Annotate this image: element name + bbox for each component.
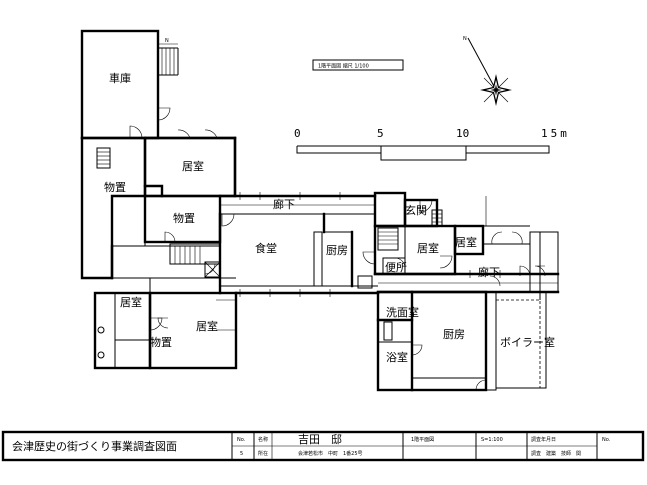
- scale-bar: 0 5 10 15m: [294, 127, 570, 161]
- name-value: 吉田 邸: [298, 433, 342, 446]
- room-entrance: 玄関: [405, 203, 427, 217]
- no-value-1: 5: [240, 451, 243, 457]
- room-living-5: 居室: [196, 319, 218, 333]
- room-garage: 車庫: [109, 71, 131, 85]
- scale-label: 1階平面図 縮尺 1/100: [318, 63, 369, 70]
- room-bathroom: 浴室: [386, 350, 408, 364]
- scale-tick-5: 5: [377, 127, 384, 140]
- room-storage-3: 物置: [150, 335, 172, 349]
- room-dining: 食堂: [255, 241, 277, 255]
- title-block: 会津歴史の街づくり事業調査図面 No. 5 名称 吉田 邸 所在 会津若松市 中…: [1, 430, 645, 462]
- room-living-1: 居室: [182, 159, 204, 173]
- central-hall: [218, 136, 380, 295]
- stair-left: [96, 147, 111, 169]
- room-storage-2: 物置: [173, 211, 195, 225]
- left-wing: [80, 129, 237, 280]
- garage-stair: [158, 43, 178, 75]
- drawing-name: 1階平面図: [411, 436, 434, 443]
- room-washroom: 洗面室: [386, 305, 419, 319]
- room-corridor-2: 廊下: [478, 265, 500, 279]
- scale-value: S=1:100: [481, 437, 503, 443]
- north-arrow-icon: N: [463, 36, 512, 106]
- survey-date: 調査年月日: [531, 436, 556, 443]
- no-label-2: No.: [602, 437, 611, 443]
- service-wing: [376, 290, 547, 392]
- north-label: N: [463, 36, 467, 42]
- stair-mid: [174, 246, 201, 264]
- wall-ticks: [216, 192, 531, 331]
- scale-label-box: 1階平面図 縮尺 1/100: [312, 59, 404, 71]
- scale-tick-10: 10: [456, 127, 469, 140]
- scale-tick-15m: 15m: [541, 127, 570, 140]
- surveyor: 調査 建築 技師 関: [531, 450, 581, 457]
- room-boiler: ボイラー室: [500, 335, 555, 349]
- room-living-2: 居室: [417, 241, 439, 255]
- location-value: 会津若松市 中町 1番25号: [298, 450, 363, 457]
- room-labels: 車庫 居室 物置 物置 廊下 食堂 厨房 玄関 便所 居室 居室 廊下 居室 物…: [104, 71, 555, 364]
- room-corridor-1: 廊下: [273, 197, 295, 211]
- svg-text:N: N: [165, 38, 169, 44]
- room-toilet: 便所: [385, 261, 407, 274]
- room-kitchen-2: 厨房: [443, 328, 465, 341]
- room-living-3: 居室: [455, 235, 477, 249]
- location-label: 所在: [258, 450, 268, 457]
- lower-left-wing: [93, 244, 238, 370]
- scale-tick-0: 0: [294, 127, 301, 140]
- room-living-4: 居室: [120, 295, 142, 309]
- name-label: 名称: [258, 436, 268, 443]
- room-storage-1: 物置: [104, 180, 126, 194]
- project-title: 会津歴史の街づくり事業調査図面: [12, 439, 177, 453]
- room-kitchen-1: 厨房: [326, 244, 348, 257]
- no-label-1: No.: [237, 437, 246, 443]
